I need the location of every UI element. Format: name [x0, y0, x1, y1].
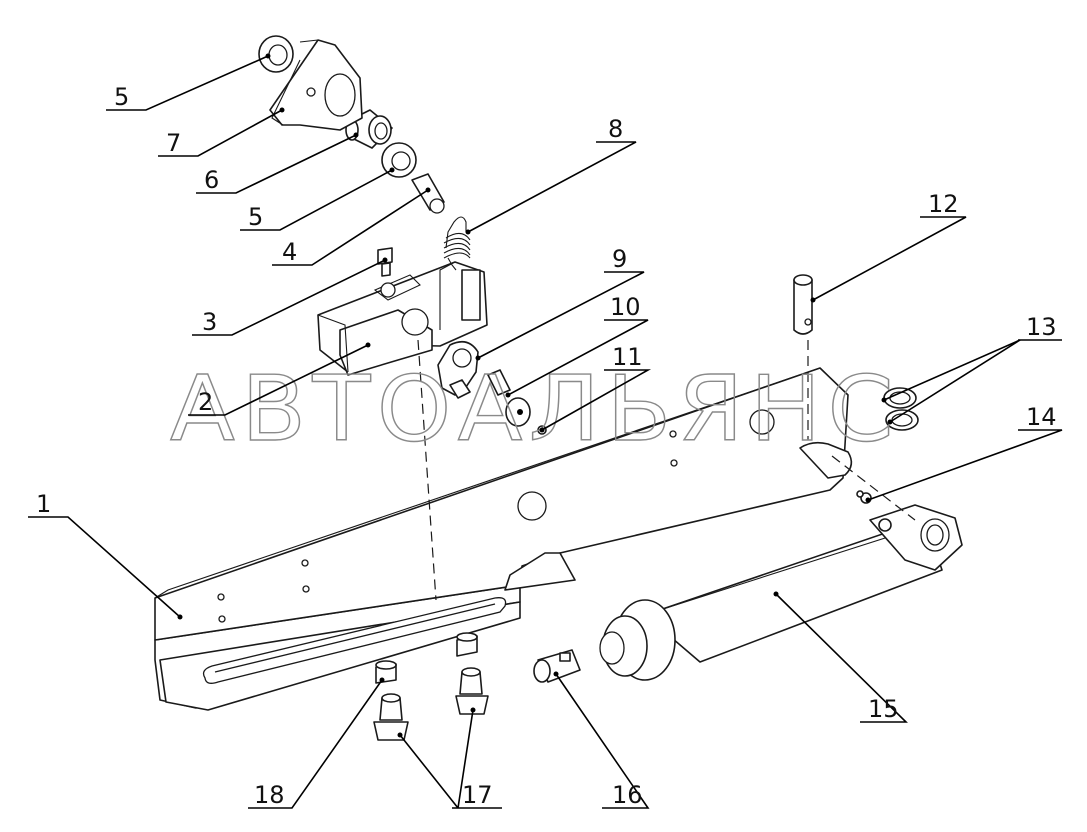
callout-4: 4 — [282, 238, 297, 266]
callout-13: 13 — [1026, 313, 1057, 341]
callout-3: 3 — [202, 308, 217, 336]
part-15-cylinder — [599, 504, 963, 681]
watermark: АВТОАЛЬЯНС — [170, 357, 900, 462]
part-5a-bushing — [258, 35, 294, 73]
leader-lines — [28, 53, 1063, 809]
callout-8: 8 — [608, 115, 623, 143]
callout-labels: 1 2 3 4 5 5 6 7 8 9 10 11 12 13 14 15 16… — [36, 83, 1057, 809]
callout-5b: 5 — [248, 203, 263, 231]
part-2-slider-block — [317, 261, 488, 376]
assembly-lines — [417, 339, 916, 601]
callout-11: 11 — [612, 343, 643, 371]
callout-14: 14 — [1026, 403, 1057, 431]
part-4-pin — [411, 173, 445, 214]
callout-17: 17 — [462, 781, 493, 809]
part-10-disk — [487, 369, 531, 427]
callout-18: 18 — [254, 781, 285, 809]
part-7-lever — [269, 39, 363, 131]
part-8-spring — [443, 216, 471, 271]
callout-10: 10 — [610, 293, 641, 321]
callout-12: 12 — [928, 190, 959, 218]
callout-5a: 5 — [114, 83, 129, 111]
part-3-bolt — [377, 247, 393, 277]
callout-6: 6 — [204, 166, 219, 194]
callout-16: 16 — [612, 781, 643, 809]
part-12-pin — [793, 274, 813, 335]
callout-2: 2 — [198, 388, 213, 416]
callout-9: 9 — [612, 245, 627, 273]
callout-7: 7 — [166, 129, 181, 157]
part-1-bracket — [154, 367, 853, 711]
part-16-rod-end — [533, 649, 581, 683]
part-9-ring-plate — [437, 340, 479, 399]
callout-1: 1 — [36, 490, 51, 518]
callout-15: 15 — [868, 695, 899, 723]
